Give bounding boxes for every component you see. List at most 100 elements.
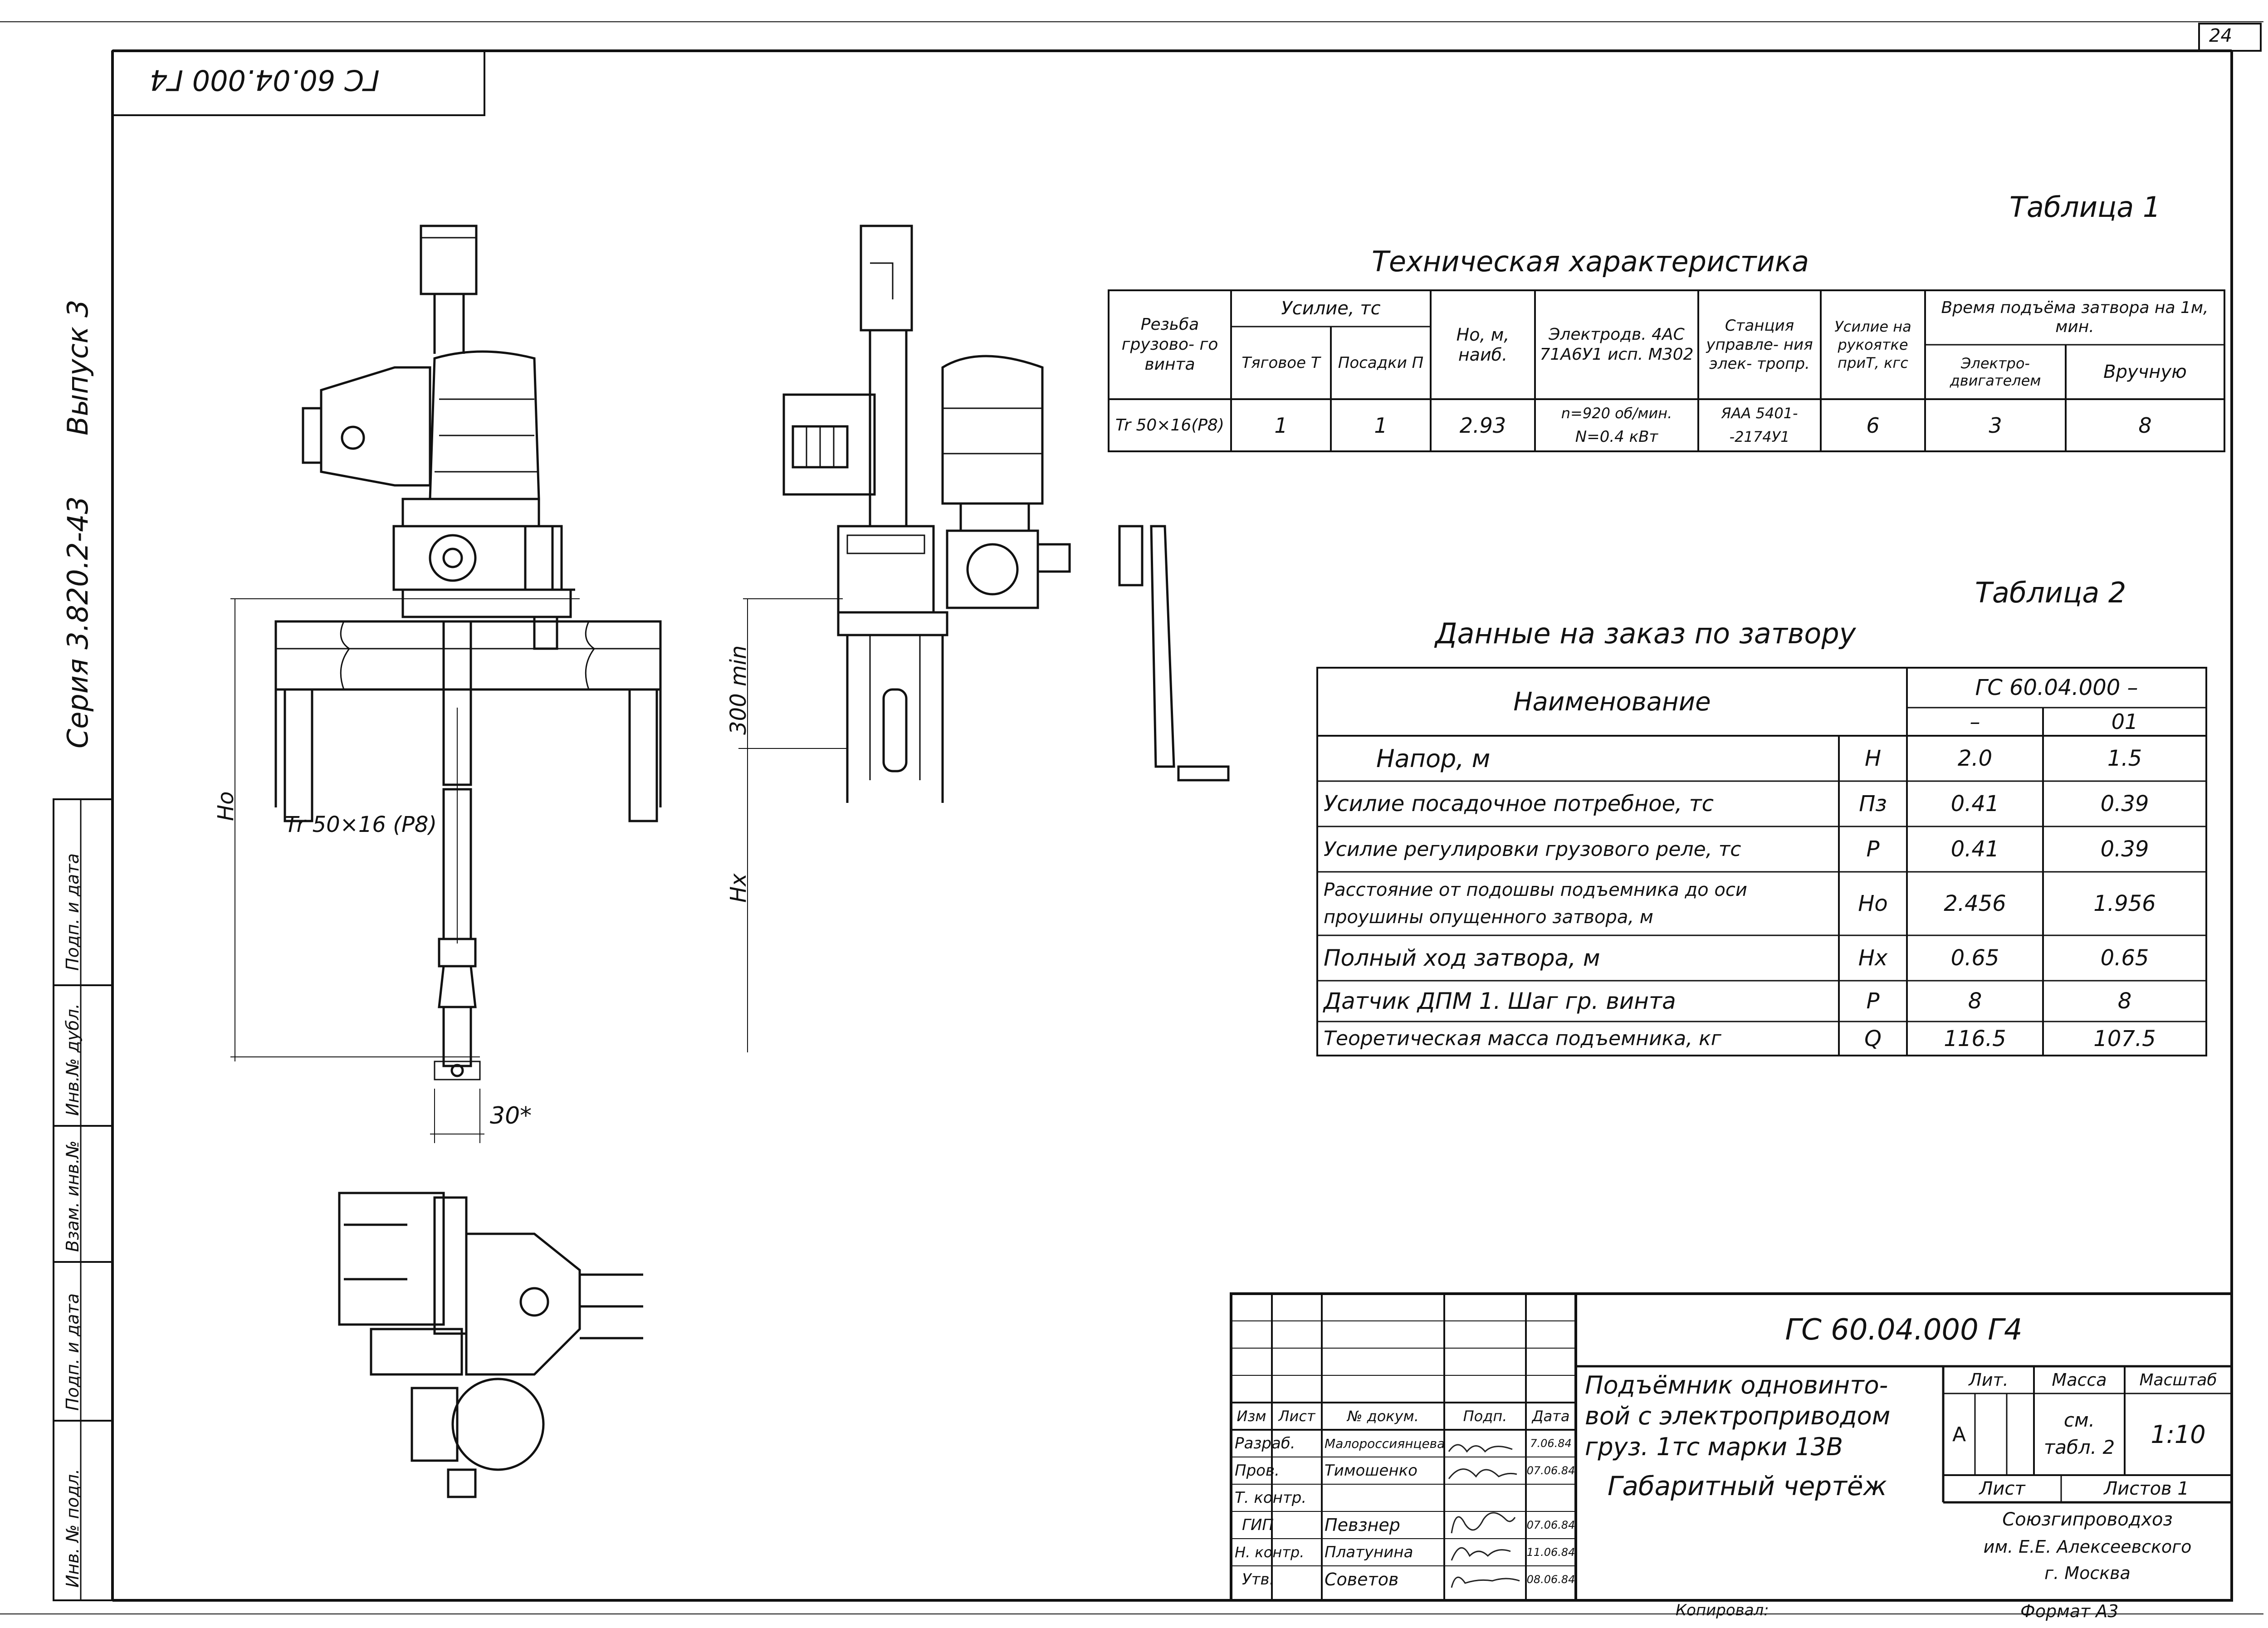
t1-header-station: Станция управле- ния элек- тропр.: [1706, 317, 1813, 373]
t1-row-motor-power: N=0.4 кВт: [1575, 428, 1658, 446]
t2-row-b: 107.5: [2093, 1026, 2156, 1051]
t1-row-manual: 8: [2138, 413, 2152, 438]
t1-header-force: Усилие, тс: [1281, 298, 1381, 319]
t1-header-seating: Посадки П: [1338, 354, 1424, 372]
t1-row-seating: 1: [1374, 413, 1388, 438]
table1-title: Техническая характеристика: [1372, 245, 1809, 278]
t2-row-a: 116.5: [1944, 1026, 2006, 1051]
t1-row-traction: 1: [1274, 413, 1288, 438]
title-line-3: груз. 1тс марки 13В: [1585, 1432, 1843, 1461]
t2-row-b: 0.39: [2100, 836, 2149, 862]
tb-col-izm: Изм: [1237, 1408, 1266, 1425]
t1-header-head: Но, м, наиб.: [1456, 325, 1510, 365]
tb-org-2: им. Е.Е. Алексеевского: [1983, 1537, 2192, 1557]
title-block-grid: [1230, 1292, 2233, 1602]
table2-caption: Таблица 2: [1975, 576, 2126, 609]
t1-row-handle: 6: [1866, 413, 1880, 438]
t2-row-name: Датчик ДПМ 1. Шаг гр. винта: [1324, 988, 1676, 1014]
t1-header-motor: Электродв. 4АС 71А6У1 исп. М302: [1540, 325, 1694, 364]
tb-role-name: Малороссиянцева: [1325, 1436, 1445, 1451]
t2-row-b: 1.5: [2107, 746, 2142, 771]
t2-row-b: 1.956: [2093, 891, 2156, 916]
tb-role: Разраб.: [1235, 1434, 1295, 1452]
t2-row-sym: Q: [1864, 1026, 1882, 1051]
t1-row-thread: Tr 50×16(P8): [1115, 416, 1224, 435]
tb-role: Пров.: [1235, 1462, 1280, 1480]
tb-role-name: Советов: [1325, 1569, 1399, 1589]
tb-col-doc: № докум.: [1347, 1408, 1419, 1425]
t2-row-a: 2.0: [1957, 746, 1993, 771]
t2-row-b: 0.39: [2100, 791, 2149, 816]
t2-header-name: Наименование: [1513, 687, 1711, 717]
t2-row-a: 0.41: [1950, 791, 1999, 816]
tb-role: Утв.: [1242, 1570, 1275, 1589]
tb-mass-value-2: табл. 2: [2043, 1436, 2115, 1458]
t1-row-station-1: ЯАА 5401-: [1721, 405, 1798, 422]
t2-row-a: 2.456: [1944, 891, 2006, 916]
t2-row-name: Усилие посадочное потребное, тс: [1324, 791, 1714, 816]
t2-header-code: ГС 60.04.000 –: [1975, 675, 2138, 700]
t2-row-name: Теоретическая масса подъемника, кг: [1324, 1027, 1721, 1050]
rotated-code-box: [112, 50, 485, 116]
side-view: [738, 225, 1230, 1052]
plan-view: [338, 1192, 643, 1498]
t2-row-a: 8: [1968, 988, 1982, 1014]
tb-org-1: Союзгипроводхоз: [2002, 1509, 2173, 1530]
tb-scale-value: 1:10: [2151, 1420, 2206, 1449]
t2-row-sym: P: [1866, 988, 1880, 1014]
t2-row-name: Полный ход затвора, м: [1324, 945, 1600, 971]
t2-row-sym: Hо: [1858, 891, 1888, 916]
t1-row-station: ЯАА 5401- -2174У1: [1698, 399, 1821, 451]
t1-header-traction: Тяговое Т: [1242, 354, 1320, 372]
t1-header-time-manual: Вручную: [2103, 362, 2187, 382]
tb-lit-label: Лит.: [1969, 1370, 2009, 1390]
t2-row-a: 0.65: [1950, 945, 1999, 971]
side-stamp-box: [53, 798, 113, 1601]
dim-30: 30*: [490, 1102, 532, 1129]
table2-title: Данные на заказ по затвору: [1435, 617, 1856, 650]
tb-mass-value-1: см.: [2063, 1408, 2095, 1431]
t2-row-b: 0.65: [2100, 945, 2149, 971]
tb-role-date: 07.06.84: [1526, 1519, 1575, 1531]
t2-row-name: Расстояние от подошвы подъемника до оси …: [1324, 880, 1747, 928]
t2-col-b: 01: [2111, 709, 2138, 734]
table1-caption: Таблица 1: [2009, 191, 2161, 224]
t1-row-head: 2.93: [1459, 413, 1506, 438]
t1-row-motor: n=920 об/мин. N=0.4 кВт: [1535, 399, 1698, 451]
tb-scale-label: Масштаб: [2139, 1370, 2217, 1389]
t1-header-thread: Резьба грузово- го винта: [1121, 315, 1218, 374]
front-view: [230, 225, 662, 1143]
title-line-2: вой с электроприводом: [1585, 1402, 1891, 1430]
t2-row-name: Напор, м: [1376, 744, 1491, 773]
t1-row-electric: 3: [1989, 413, 2002, 438]
t1-header-handle: Усилие на рукоятке приТ, кгс: [1834, 318, 1911, 372]
tb-role-date: 08.06.84: [1526, 1573, 1575, 1586]
tb-col-sign: Подп.: [1463, 1408, 1507, 1425]
title-subtitle: Габаритный чертёж: [1608, 1471, 1887, 1501]
tb-org-3: г. Москва: [2044, 1563, 2131, 1583]
copied-by-label: Копировал:: [1676, 1601, 1769, 1619]
tb-role-date: 7.06.84: [1530, 1437, 1572, 1450]
t2-row-sym: H: [1864, 746, 1882, 771]
thread-label: Tr 50×16 (P8): [285, 812, 437, 837]
tb-lit-value: А: [1952, 1423, 1966, 1446]
tb-mass-label: Масса: [2052, 1370, 2107, 1390]
page-number: 24: [2209, 25, 2232, 46]
tb-role-name: Тимошенко: [1325, 1462, 1418, 1480]
t2-row-b: 8: [2117, 988, 2132, 1014]
t2-row-a: 0.41: [1950, 836, 1999, 862]
t2-row-sym: Hх: [1858, 945, 1888, 971]
tb-role: Н. контр.: [1235, 1544, 1305, 1561]
t2-row-sym: P: [1866, 836, 1880, 862]
t1-row-station-2: -2174У1: [1729, 428, 1790, 445]
table1-grid: [1108, 289, 2225, 452]
t2-row-name: Усилие регулировки грузового реле, тс: [1324, 837, 1741, 861]
tb-role-date: 07.06.84: [1526, 1464, 1575, 1477]
table2-grid: [1316, 667, 2207, 1056]
tb-role-date: 11.06.84: [1526, 1546, 1575, 1559]
title-block-code: ГС 60.04.000 Г4: [1785, 1313, 2023, 1347]
title-line-1: Подъёмник одновинто-: [1585, 1371, 1888, 1399]
t2-row-sym: Пз: [1859, 791, 1887, 816]
tb-sheet-label: Лист: [1979, 1478, 2025, 1499]
